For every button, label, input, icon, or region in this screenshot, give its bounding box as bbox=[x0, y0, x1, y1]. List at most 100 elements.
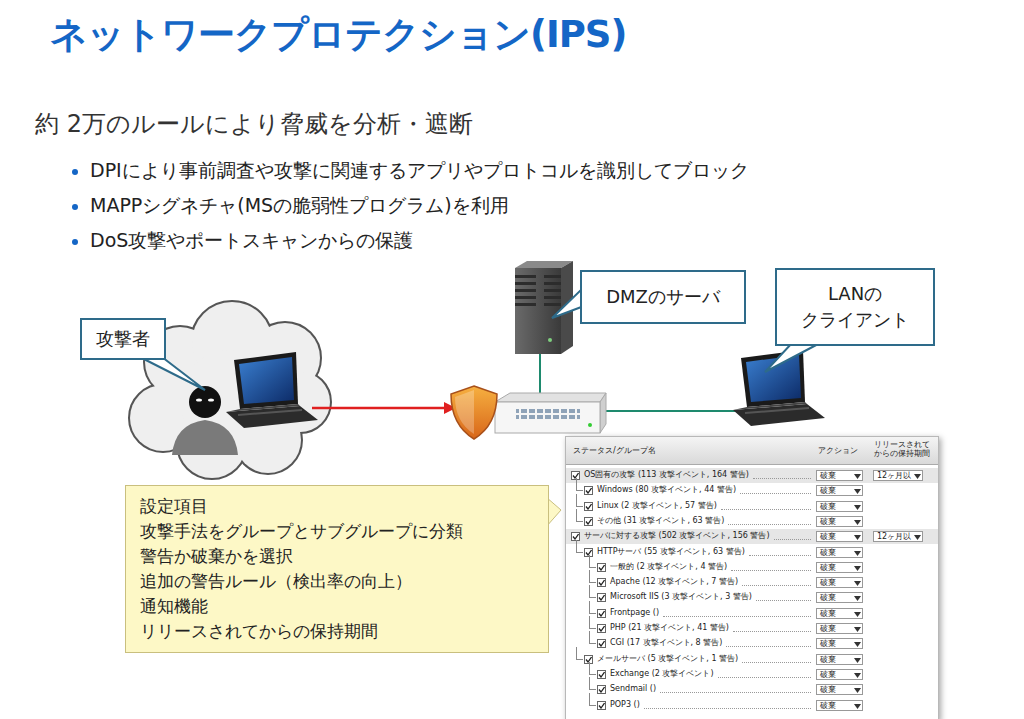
table-row: Frontpage ()破棄 bbox=[566, 606, 938, 621]
table-row: Microsoft IIS (3 攻撃イベント, 3 警告) 破棄 bbox=[566, 590, 938, 605]
action-dropdown: 破棄 bbox=[816, 501, 863, 512]
group-name: メールサーバ (5 攻撃イベント, 1 警告) bbox=[597, 655, 738, 664]
leader-dots bbox=[726, 646, 811, 647]
group-name: PHP (21 攻撃イベント, 41 警告) bbox=[610, 624, 729, 633]
dropdown-arrow bbox=[854, 673, 861, 678]
subtitle: 約 2万のルールにより脅威を分析・遮断 bbox=[35, 108, 473, 140]
check-mark bbox=[585, 518, 592, 525]
group-name: 一般的 (2 攻撃イベント, 4 警告) bbox=[610, 563, 727, 572]
action-dropdown: 破棄 bbox=[816, 577, 863, 588]
table-row: HTTPサーバ (55 攻撃イベント, 63 警告) 破棄 bbox=[566, 545, 938, 560]
action-value: 破棄 bbox=[820, 564, 836, 573]
note-heading: 設定項目 bbox=[140, 494, 534, 519]
action-dropdown: 破棄 bbox=[816, 669, 863, 680]
column-header: リリースされて からの保持期間 bbox=[874, 441, 936, 459]
group-name: Microsoft IIS (3 攻撃イベント, 3 警告) bbox=[610, 593, 752, 602]
table-row: CGI (17 攻撃イベント, 8 警告) 破棄 bbox=[566, 636, 938, 651]
check-mark bbox=[598, 625, 605, 632]
action-dropdown: 破棄 bbox=[816, 700, 863, 711]
dropdown-arrow bbox=[854, 688, 861, 693]
group-name: Sendmail () bbox=[610, 685, 656, 694]
action-value: 破棄 bbox=[820, 640, 836, 649]
action-value: 破棄 bbox=[820, 671, 836, 680]
leader-dots bbox=[660, 692, 811, 693]
group-name: その他 (31 攻撃イベント, 63 警告) bbox=[597, 517, 724, 526]
retention-value: 12ヶ月以 bbox=[877, 533, 911, 542]
checkbox bbox=[597, 685, 606, 694]
table-row: サーバに対する攻撃 (502 攻撃イベント, 156 警告)破棄12ヶ月以 bbox=[566, 529, 938, 544]
check-mark bbox=[598, 610, 605, 617]
tree-line bbox=[576, 494, 583, 507]
action-value: 破棄 bbox=[820, 686, 836, 695]
check-mark bbox=[598, 640, 605, 647]
action-dropdown: 破棄 bbox=[816, 638, 863, 649]
group-name: Exchange (2 攻撃イベント) bbox=[610, 670, 714, 679]
node-text: DMZのサーバ bbox=[606, 284, 720, 310]
dropdown-arrow bbox=[854, 505, 861, 510]
action-value: 破棄 bbox=[820, 549, 836, 558]
dropdown-arrow bbox=[854, 566, 861, 571]
settings-note: 設定項目攻撃手法をグループとサブグループに分類警告か破棄かを選択追加の警告ルール… bbox=[125, 485, 549, 653]
bullet-dot bbox=[72, 204, 78, 210]
action-value: 破棄 bbox=[820, 656, 836, 665]
tree-line bbox=[576, 478, 583, 491]
node-text: LANの クライアント bbox=[787, 281, 923, 333]
retention-value: 12ヶ月以 bbox=[877, 472, 911, 481]
retention-dropdown: 12ヶ月以 bbox=[873, 470, 923, 481]
table-row: Linux (2 攻撃イベント, 57 警告)破棄 bbox=[566, 499, 938, 514]
check-mark bbox=[598, 564, 605, 571]
dropdown-arrow bbox=[854, 704, 861, 709]
group-name: CGI (17 攻撃イベント, 8 警告) bbox=[610, 639, 722, 648]
leader-dots bbox=[749, 555, 811, 556]
dropdown-arrow bbox=[854, 627, 861, 632]
tree-line bbox=[589, 662, 596, 675]
checkbox bbox=[597, 563, 606, 572]
dropdown-arrow bbox=[854, 520, 861, 525]
callout-box: 攻撃者 bbox=[80, 318, 166, 360]
tree-line bbox=[589, 555, 596, 568]
action-value: 破棄 bbox=[820, 487, 836, 496]
check-mark bbox=[598, 686, 605, 693]
table-row: メールサーバ (5 攻撃イベント, 1 警告) 破棄 bbox=[566, 652, 938, 667]
group-name: Apache (12 攻撃イベント, 7 警告) bbox=[610, 578, 738, 587]
tree-line bbox=[576, 540, 583, 553]
dropdown-arrow bbox=[854, 642, 861, 647]
table-row: Windows (80 攻撃イベント, 44 警告)破棄 bbox=[566, 483, 938, 498]
group-name: HTTPサーバ (55 攻撃イベント, 63 警告) bbox=[597, 548, 745, 557]
checkbox bbox=[597, 593, 606, 602]
checkbox bbox=[597, 639, 606, 648]
action-dropdown: 破棄 bbox=[816, 531, 863, 542]
bullet-text: DoS攻撃やポートスキャンからの保護 bbox=[90, 228, 413, 254]
leader-dots bbox=[753, 478, 811, 479]
table-row: Apache (12 攻撃イベント, 7 警告) 破棄 bbox=[566, 575, 938, 590]
table-row: Sendmail () 破棄 bbox=[566, 682, 938, 697]
page-title: ネットワークプロテクション(IPS) bbox=[50, 10, 626, 60]
leader-dots bbox=[731, 570, 811, 571]
action-dropdown: 破棄 bbox=[816, 562, 863, 573]
leader-dots bbox=[728, 524, 811, 525]
checkbox bbox=[584, 486, 593, 495]
action-value: 破棄 bbox=[820, 594, 836, 603]
bullet-dot bbox=[72, 169, 78, 175]
bullet-dot bbox=[72, 239, 78, 245]
leader-dots bbox=[733, 631, 811, 632]
check-mark bbox=[598, 702, 605, 709]
action-dropdown: 破棄 bbox=[816, 592, 863, 603]
leader-dots bbox=[721, 509, 811, 510]
check-mark bbox=[598, 671, 605, 678]
group-name: OS固有の攻撃 (113 攻撃イベント, 164 警告) bbox=[584, 471, 749, 480]
action-value: 破棄 bbox=[820, 533, 836, 542]
leader-dots bbox=[663, 616, 811, 617]
leader-dots bbox=[740, 493, 811, 494]
dropdown-arrow bbox=[914, 474, 921, 479]
node-text: 追加の警告ルール（検出率の向上） bbox=[140, 569, 534, 594]
leader-dots bbox=[756, 600, 811, 601]
node-text: 通知機能 bbox=[140, 594, 534, 619]
bullet-text: DPIにより事前調査や攻撃に関連するアプリやプロトコルを識別してブロック bbox=[90, 158, 749, 184]
checkbox bbox=[584, 517, 593, 526]
dropdown-arrow bbox=[854, 658, 861, 663]
column-header: アクション bbox=[818, 447, 858, 456]
action-dropdown: 破棄 bbox=[816, 684, 863, 695]
node-text: 攻撃者 bbox=[96, 326, 150, 352]
action-dropdown: 破棄 bbox=[816, 654, 863, 665]
